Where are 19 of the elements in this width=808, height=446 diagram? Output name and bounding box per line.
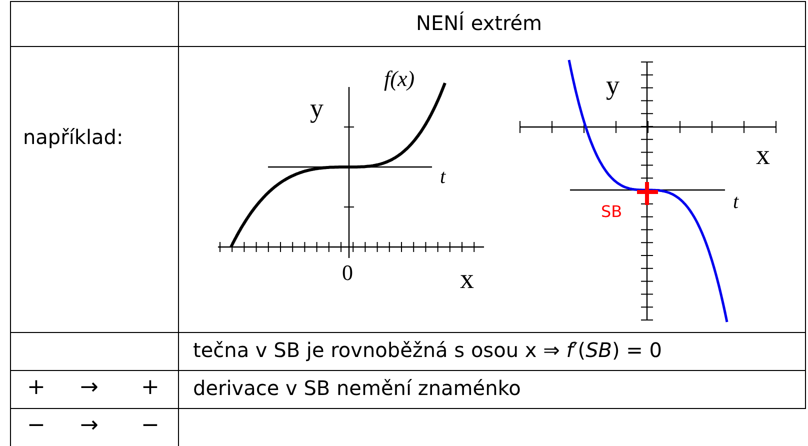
axis-label: x bbox=[756, 142, 770, 170]
sign-symbol: − bbox=[27, 415, 46, 437]
axis-label: y bbox=[310, 95, 324, 122]
origin-label: 0 bbox=[342, 262, 353, 284]
table-cell-text: tečna v SB je rovnoběžná s osou x ⇒ f′(SB) = 0 bbox=[193, 340, 662, 360]
arrow-symbol: → bbox=[80, 377, 98, 399]
axis-label: x bbox=[460, 266, 474, 294]
sign-symbol: + bbox=[27, 377, 46, 399]
column-header: NENÍ extrém bbox=[416, 13, 542, 33]
tangent-label: t bbox=[440, 167, 446, 187]
row-header: například: bbox=[23, 127, 124, 147]
sign-symbol: + bbox=[141, 377, 160, 399]
axis-label: y bbox=[606, 72, 620, 99]
point-label: SB bbox=[601, 204, 622, 220]
function-label: f(x) bbox=[384, 68, 415, 90]
arrow-symbol: → bbox=[80, 415, 98, 437]
sign-symbol: − bbox=[141, 415, 160, 437]
tangent-label: t bbox=[733, 192, 739, 212]
table-cell-text: derivace v SB nemění znaménko bbox=[193, 378, 521, 398]
